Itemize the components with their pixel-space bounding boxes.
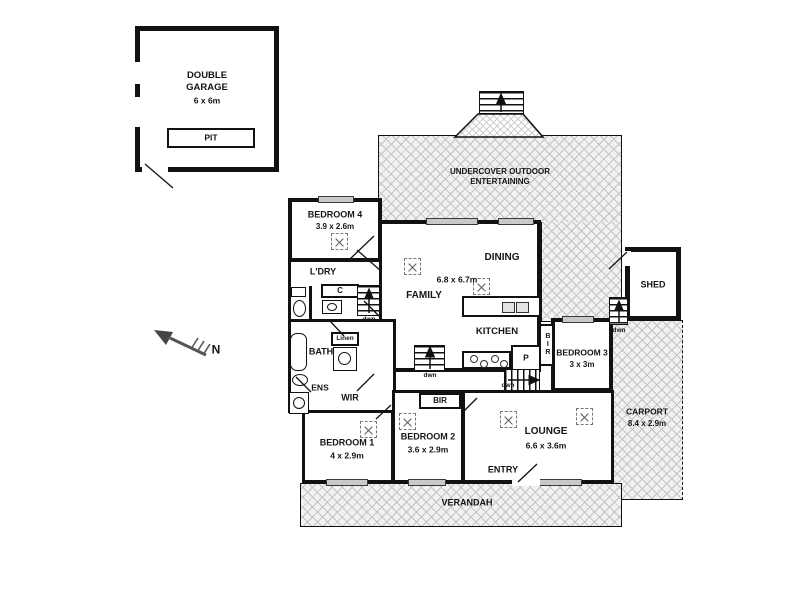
garage-window-gap-1 (134, 62, 141, 84)
kitchen-label: KITCHEN (475, 326, 519, 338)
undercover-label: UNDERCOVER OUTDOOR ENTERTAINING (450, 167, 551, 186)
garage-label: DOUBLE GARAGE (186, 70, 228, 93)
family-dims: 6.8 x 6.7m (436, 274, 478, 285)
bedroom4-window (318, 196, 354, 203)
carport-stairs-label: dwn (612, 326, 626, 334)
shed-door-gap (623, 251, 631, 266)
ensuite-label: ENS (311, 382, 329, 393)
family-window (426, 218, 478, 225)
north-arrow-icon (154, 330, 211, 357)
cupboard-label: C (337, 286, 343, 295)
carport-stairs (609, 297, 628, 325)
bedroom2-bir-label: BIR (433, 396, 447, 405)
bath-vanity-icon (333, 347, 357, 371)
bedroom3-bir-label: BIR (544, 333, 552, 357)
carport-area (611, 320, 683, 500)
garage-dims: 6 x 6m (193, 95, 221, 106)
ceiling-fan-icon (576, 408, 593, 425)
linen-label: Linen (336, 334, 354, 342)
wir-label: WIR (341, 392, 359, 403)
family-stairs (414, 345, 445, 371)
bedroom3-window (562, 316, 594, 323)
north-label: N (211, 342, 221, 357)
laundry-label: L'DRY (309, 266, 337, 277)
laundry-stairs (357, 285, 380, 316)
bedroom2-dims: 3.6 x 2.9m (407, 444, 449, 455)
bathtub-icon (290, 333, 307, 371)
shed-label: SHED (640, 279, 666, 290)
lounge-label: LOUNGE (524, 425, 568, 437)
entry-label: ENTRY (487, 464, 519, 475)
shed-room (625, 247, 681, 321)
stove-icon (462, 351, 511, 369)
ensuite-vanity-icon (289, 392, 309, 414)
ceiling-fan-icon (473, 278, 490, 295)
undercover-bump (455, 114, 543, 137)
carport-label: CARPORT (625, 406, 669, 417)
ceiling-fan-icon (500, 411, 517, 428)
undercover-area (378, 135, 622, 223)
ceiling-fan-icon (404, 258, 421, 275)
wc-partition-wall (309, 286, 312, 320)
ceiling-fan-icon (399, 413, 416, 430)
entry-door-gap (512, 478, 540, 486)
dining-window (498, 218, 534, 225)
bedroom1-dims: 4 x 2.9m (330, 450, 364, 461)
ceiling-fan-icon (331, 233, 348, 250)
wc-toilet-icon (293, 300, 306, 317)
pit-label: PIT (204, 132, 218, 143)
lounge-dims: 6.6 x 3.6m (525, 440, 567, 451)
verandah-area (300, 483, 622, 527)
bedroom2-bir (419, 393, 461, 409)
bedroom3-label: BEDROOM 3 (556, 347, 608, 358)
bedroom2-window (408, 479, 446, 486)
ensuite-toilet-icon (292, 374, 308, 386)
ceiling-fan-icon (360, 421, 377, 438)
wc-basin-icon (291, 287, 306, 297)
carport-dims: 8.4 x 2.9m (627, 419, 667, 428)
kitchen-sink-icon (516, 302, 529, 313)
laundry-trough-icon (322, 300, 342, 314)
garage-pit (167, 128, 255, 148)
bedroom4-label: BEDROOM 4 (307, 209, 363, 220)
bedroom1-label: BEDROOM 1 (319, 437, 375, 448)
lounge-stairs-label: dwn (501, 381, 515, 389)
verandah-label: VERANDAH (441, 497, 493, 508)
bath-label: BATH (308, 346, 334, 357)
bedroom4-dims: 3.9 x 2.6m (315, 222, 355, 231)
garage-window-gap-2 (134, 97, 141, 127)
laundry-stairs-label: dwn (362, 315, 376, 323)
family-stairs-label: dwn (423, 371, 437, 379)
bedroom1-window (326, 479, 368, 486)
outdoor-top-stairs (479, 91, 524, 114)
lounge-room (462, 390, 614, 483)
family-label: FAMILY (406, 289, 442, 301)
garage-door-gap (142, 165, 168, 173)
kitchen-sink-icon (502, 302, 515, 313)
bedroom3-dims: 3 x 3m (569, 360, 595, 369)
pantry-label: P (523, 352, 529, 363)
kitchen-bench (462, 296, 541, 317)
bedroom2-label: BEDROOM 2 (400, 431, 456, 442)
dining-label: DINING (484, 251, 520, 263)
